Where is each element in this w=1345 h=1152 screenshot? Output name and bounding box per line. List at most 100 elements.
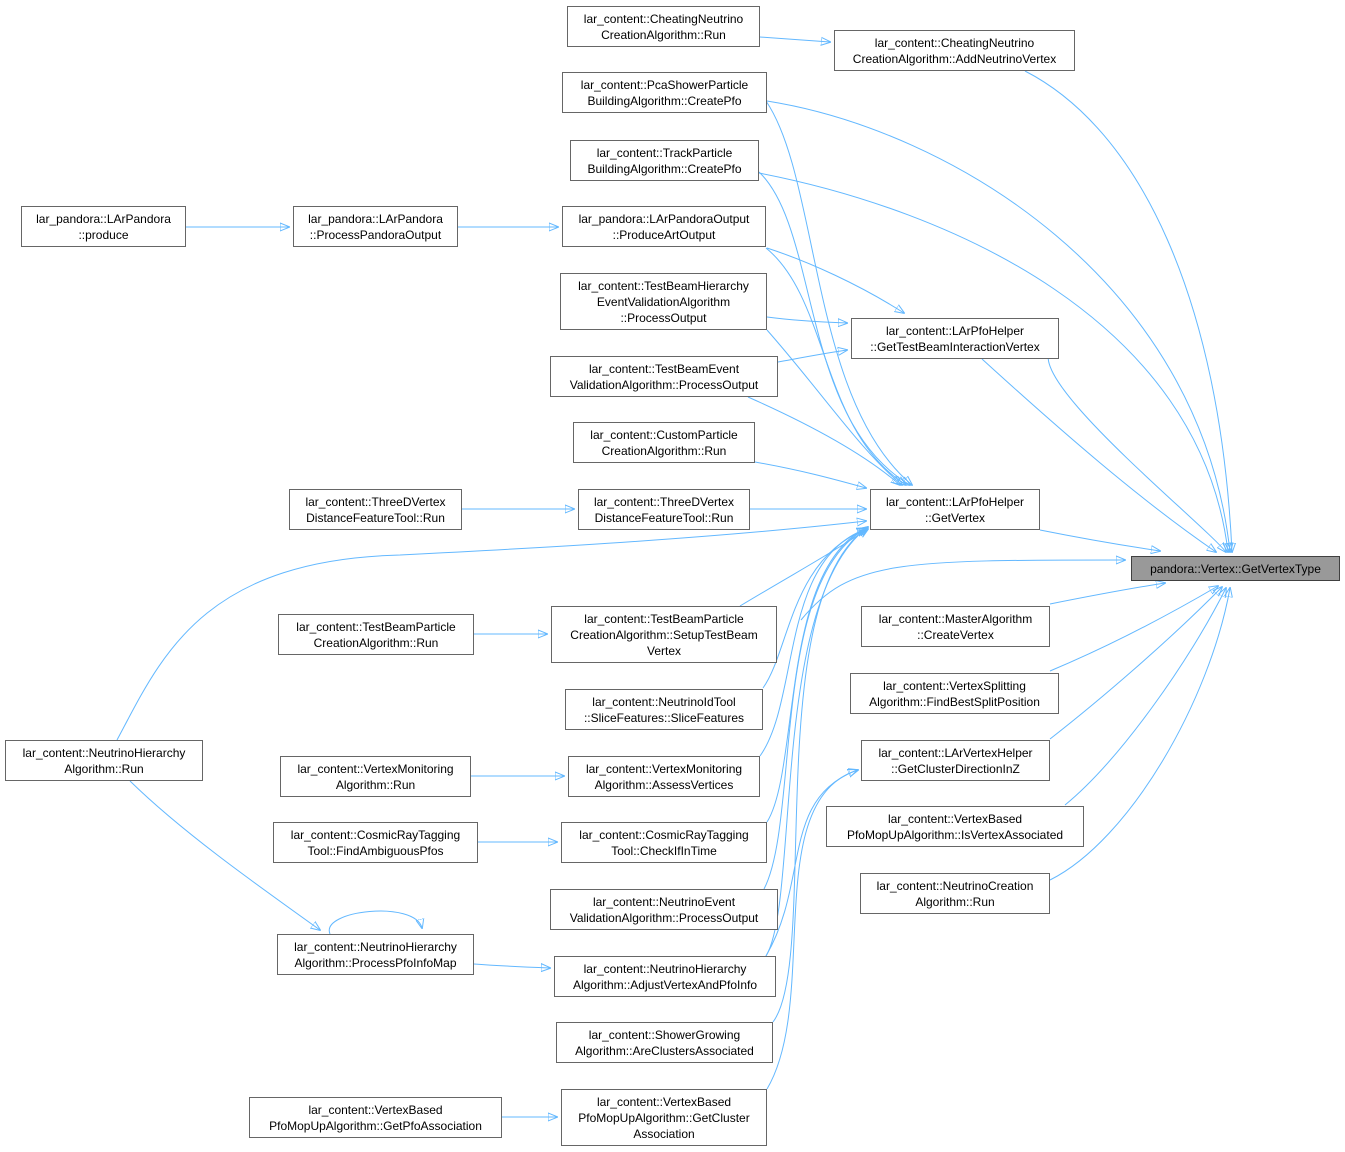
node-label-line: DistanceFeatureTool::Run (306, 510, 445, 525)
call-edge (1039, 529, 1160, 551)
node-label-line: EventValidationAlgorithm (596, 294, 731, 309)
node-label-line: lar_content::MasterAlgorithm (878, 611, 1033, 626)
node-label-line: CreationAlgorithm::Run (601, 443, 727, 458)
call-edge (766, 100, 1230, 552)
node-label-line: BuildingAlgorithm::CreatePfo (587, 161, 742, 176)
node-label-line: lar_content::TestBeamHierarchy (578, 278, 749, 293)
call-edge (1064, 588, 1226, 806)
node-label-line: Algorithm::Run (335, 777, 416, 792)
call-edge (758, 172, 1228, 552)
call-edge (739, 529, 868, 607)
node-get-test-beam-interaction-vertex[interactable]: lar_content::LArPfoHelper::GetTestBeamIn… (851, 318, 1059, 359)
call-edge (1024, 70, 1232, 552)
node-produce-art-output[interactable]: lar_pandora::LArPandoraOutput::ProduceAr… (562, 206, 766, 247)
call-edge (758, 171, 910, 485)
node-slice-features[interactable]: lar_content::NeutrinoIdTool::SliceFeatur… (565, 689, 763, 730)
node-label-line: lar_content::TestBeamEvent (588, 361, 740, 376)
call-edge (328, 910, 422, 935)
node-label-line: lar_pandora::LArPandora (36, 211, 171, 226)
call-edge (765, 247, 906, 485)
node-label-line: lar_content::VertexSplitting (883, 678, 1026, 693)
call-edge (747, 396, 900, 485)
node-label-line: lar_content::VertexMonitoring (585, 761, 743, 776)
node-label-line: lar_content::TestBeamParticle (584, 611, 744, 626)
node-label-line: lar_content::CosmicRayTagging (579, 827, 749, 842)
call-edge (1049, 587, 1222, 740)
node-label-line: BuildingAlgorithm::CreatePfo (587, 93, 742, 108)
node-label-line: ::GetClusterDirectionInZ (891, 761, 1020, 776)
node-label-line: lar_content::VertexMonitoring (297, 761, 454, 776)
node-label-line: PfoMopUpAlgorithm::GetCluster (578, 1110, 750, 1125)
node-get-cluster-direction-in-z[interactable]: lar_content::LArVertexHelper::GetCluster… (861, 740, 1050, 781)
node-label-line: Vertex (646, 643, 682, 658)
call-edge (1047, 344, 1226, 552)
call-edge (129, 780, 320, 930)
call-edge (766, 770, 858, 1090)
node-label-line: DistanceFeatureTool::Run (594, 510, 734, 525)
call-edge (473, 964, 550, 968)
node-label-line: lar_content::PcaShowerParticle (580, 77, 749, 92)
node-label-line: lar_content::TrackParticle (596, 145, 733, 160)
call-edge (777, 350, 847, 363)
call-edge (981, 358, 1216, 552)
node-label-line: ::ProcessOutput (620, 310, 707, 325)
node-label-line: lar_content::NeutrinoCreation (876, 878, 1034, 893)
node-label-line: lar_content::VertexBased (308, 1102, 443, 1117)
call-edge (772, 527, 868, 1023)
node-label-line: pandora::Vertex::GetVertexType (1150, 561, 1321, 576)
node-process-pandora-output[interactable]: lar_pandora::LArPandora::ProcessPandoraO… (293, 206, 458, 247)
call-edge (766, 316, 847, 323)
node-label-line: lar_content::ShowerGrowing (588, 1027, 741, 1042)
node-label-line: ValidationAlgorithm::ProcessOutput (569, 910, 759, 925)
call-edge (759, 36, 830, 42)
call-edge (765, 100, 912, 485)
node-label-line: ::produce (78, 227, 129, 242)
node-label-line: ValidationAlgorithm::ProcessOutput (569, 377, 759, 392)
node-label-line: PfoMopUpAlgorithm::GetPfoAssociation (269, 1118, 482, 1133)
node-label-line: ::ProduceArtOutput (612, 227, 716, 242)
node-get-vertex[interactable]: lar_content::LArPfoHelper::GetVertex (870, 489, 1040, 530)
node-label-line: lar_content::LArPfoHelper (885, 494, 1025, 509)
call-edge (766, 247, 904, 313)
node-label-line: Algorithm::FindBestSplitPosition (869, 694, 1040, 709)
node-label-line: CreationAlgorithm::Run (313, 635, 439, 650)
node-label-line: PfoMopUpAlgorithm::IsVertexAssociated (846, 827, 1064, 842)
node-produce[interactable]: lar_pandora::LArPandora::produce (21, 206, 186, 247)
node-label-line: Algorithm::Run (64, 761, 144, 776)
node-label-line: Algorithm::Run (915, 894, 995, 909)
node-label-line: Tool::CheckIfInTime (611, 843, 717, 858)
call-edge (763, 528, 867, 890)
node-label-line: lar_content::CosmicRayTagging (290, 827, 461, 842)
node-label-line: lar_content::CheatingNeutrino (583, 11, 744, 26)
node-label-line: CreationAlgorithm::Run (601, 27, 726, 42)
node-master-create-vertex[interactable]: lar_content::MasterAlgorithm::CreateVert… (861, 606, 1050, 647)
node-label-line: lar_content::LArVertexHelper (878, 745, 1033, 760)
